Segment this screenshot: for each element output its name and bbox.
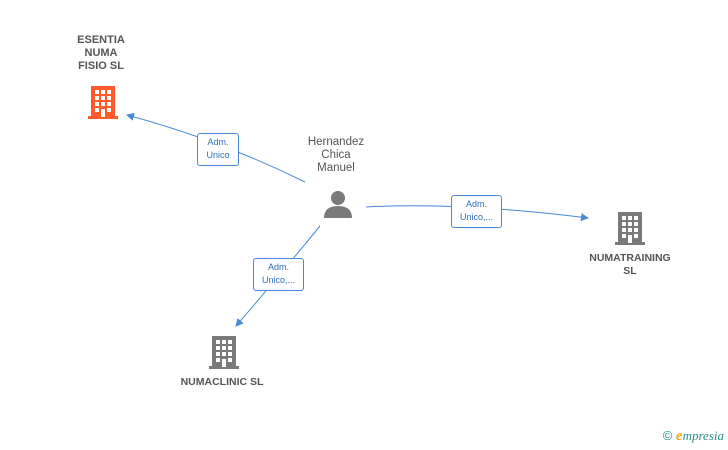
building-icon[interactable] [87, 84, 119, 120]
brand-name-rest: mpresia [682, 428, 724, 443]
company-label-numatraining[interactable]: NUMATRAINING SL [589, 252, 671, 277]
relation-box-esentia[interactable]: Adm. Unico [197, 133, 239, 166]
brand-name-first: e [675, 428, 683, 444]
copyright-symbol: © [662, 428, 673, 443]
person-label[interactable]: Hernandez Chica Manuel [307, 136, 365, 174]
company-label-numaclinic[interactable]: NUMACLINIC SL [180, 376, 264, 388]
brand-logo: © empresia [663, 428, 724, 445]
relation-box-numatraining[interactable]: Adm. Unico,... [451, 195, 502, 228]
relation-box-numaclinic[interactable]: Adm. Unico,... [253, 258, 304, 291]
building-icon[interactable] [208, 334, 240, 370]
person-icon[interactable] [323, 190, 353, 218]
building-icon[interactable] [614, 210, 646, 246]
company-label-esentia[interactable]: ESENTIA NUMA FISIO SL [77, 34, 125, 72]
